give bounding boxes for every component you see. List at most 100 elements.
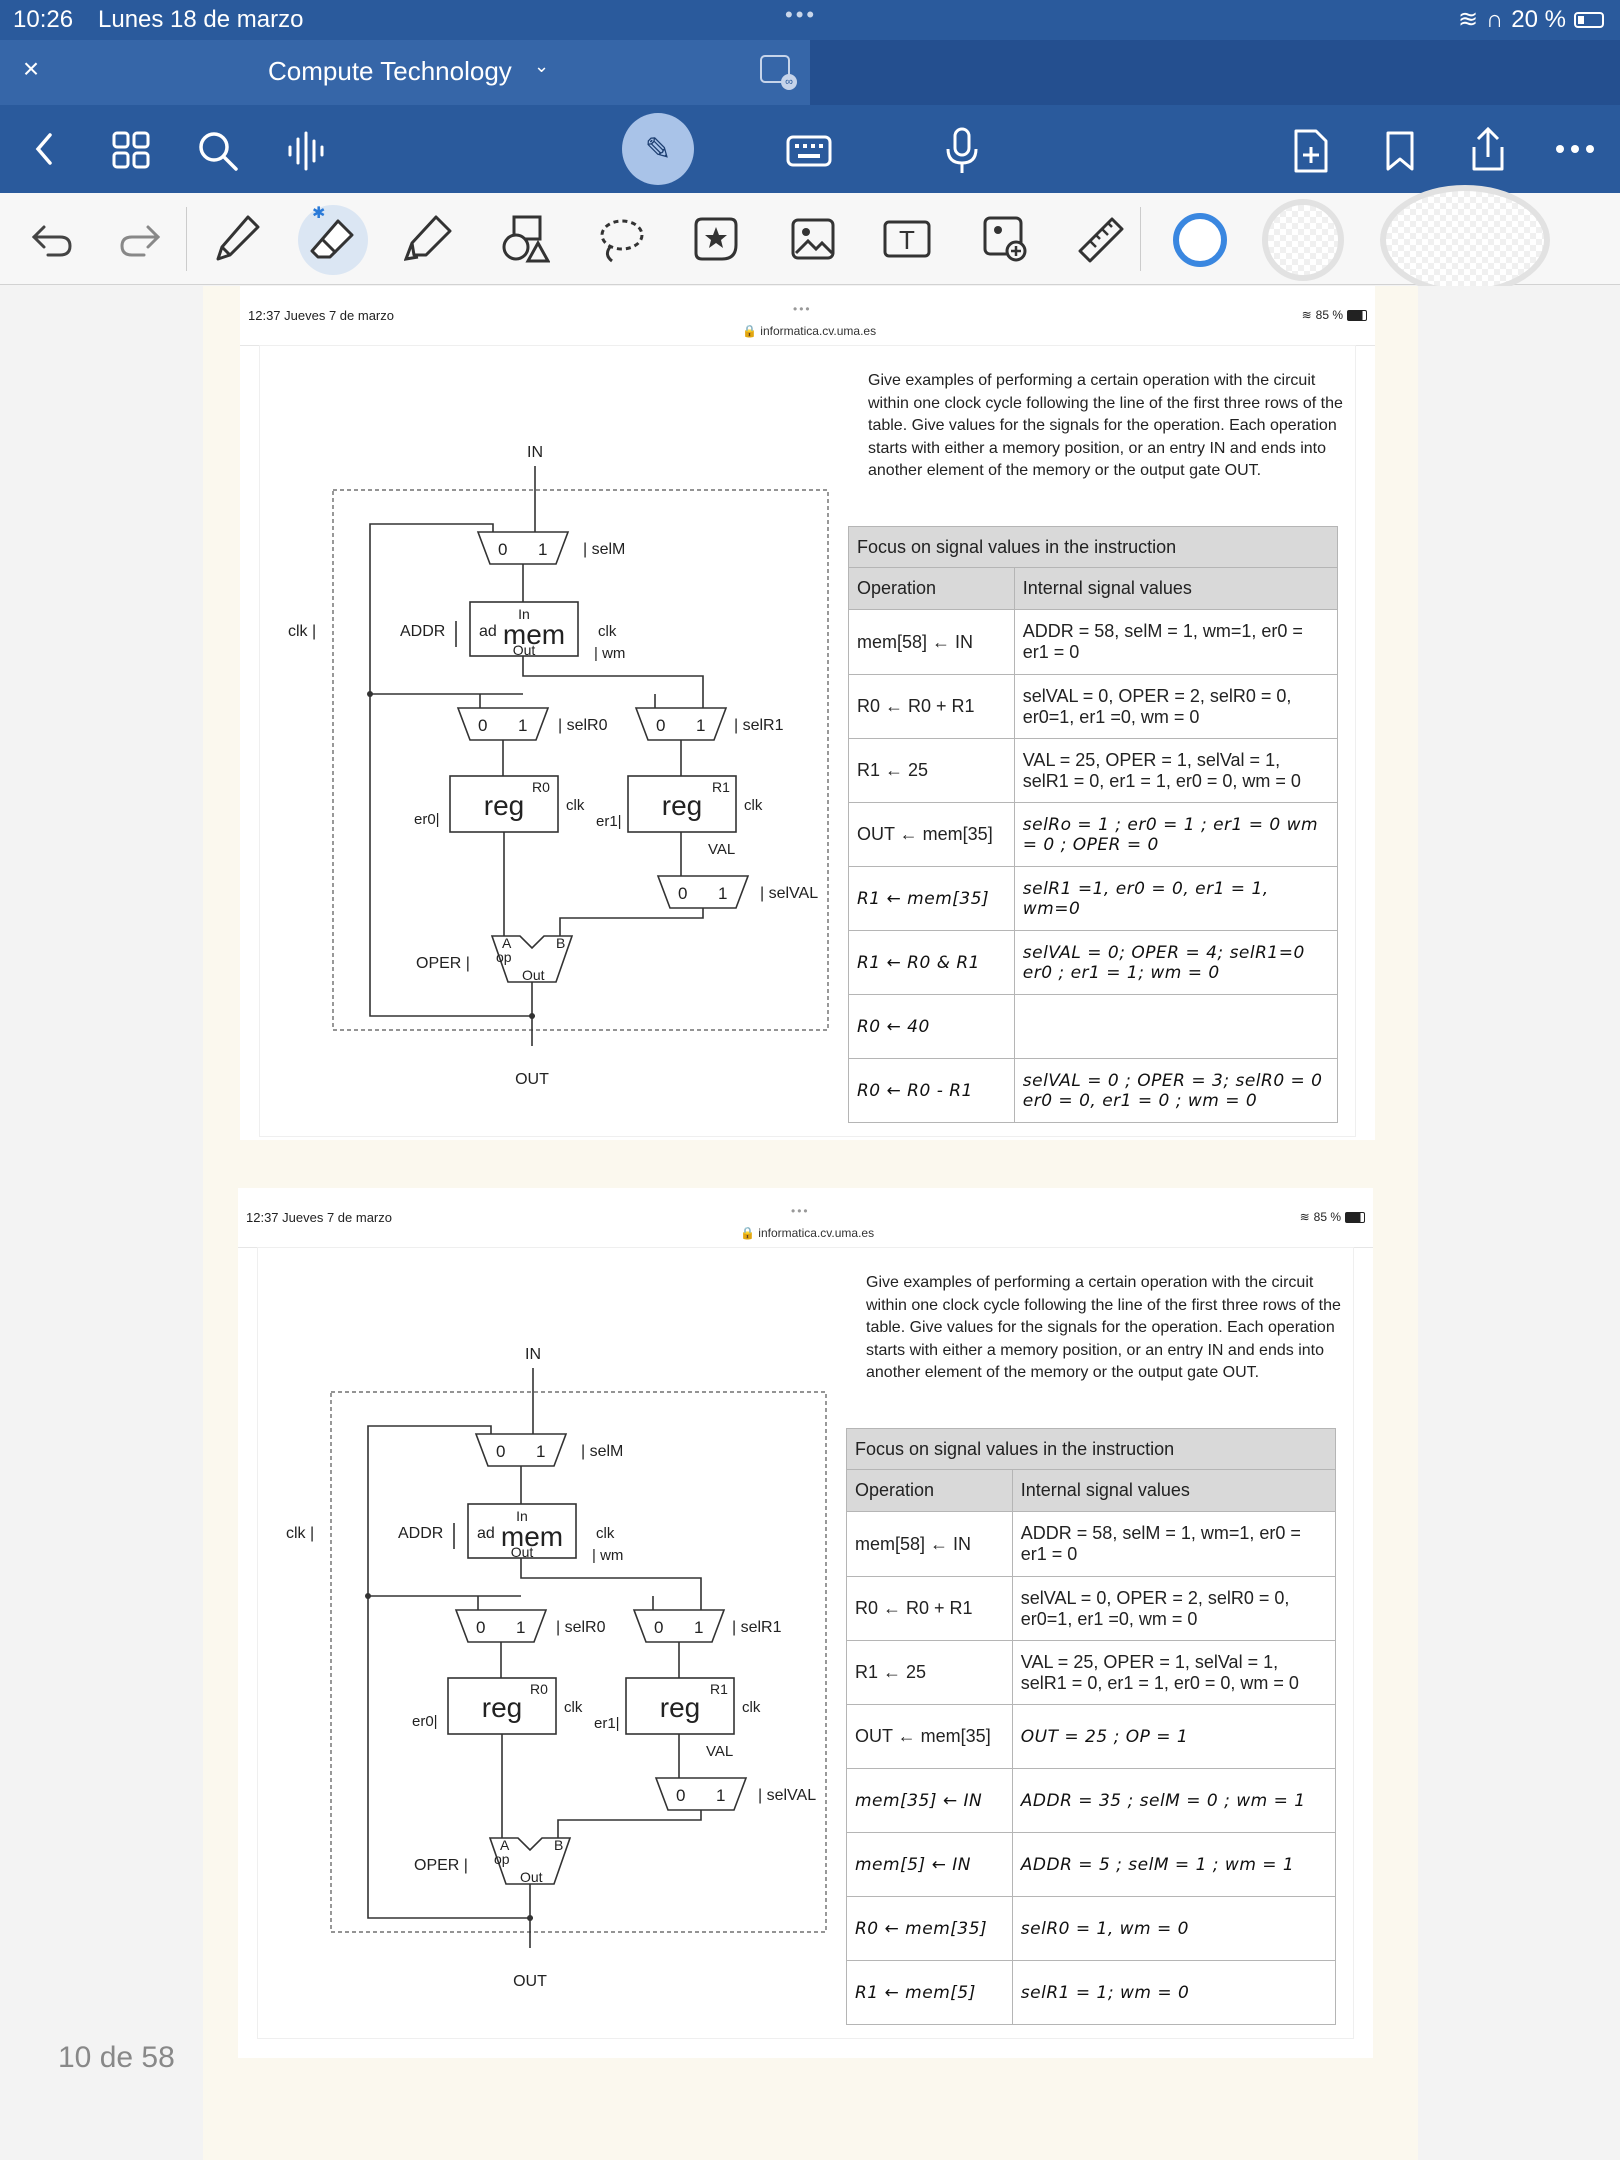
pen-mode-icon[interactable]: ✎	[622, 113, 694, 185]
question-text: Give examples of performing a certain op…	[868, 372, 1343, 479]
selr0-mux	[456, 707, 550, 741]
wire-mem-out	[522, 656, 704, 708]
cell-sig: selVAL = 0, OPER = 2, selR0 = 0, er0=1, …	[1013, 674, 1339, 739]
battery-icon	[1574, 11, 1604, 28]
split-view-icon[interactable]	[760, 55, 797, 90]
search-icon[interactable]	[196, 129, 240, 173]
microphone-icon[interactable]	[944, 127, 980, 175]
mem-label: mem	[501, 1521, 563, 1552]
r1-label: R1	[712, 779, 730, 795]
cell-op-handwritten: R0 ← R0 - R1	[848, 1058, 1015, 1123]
col-signals: Internal signal values	[1011, 1469, 1337, 1512]
screenshot-url: 🔒 informatica.cv.uma.es	[740, 1226, 875, 1240]
sticker-icon[interactable]	[690, 215, 742, 263]
multitasking-dots[interactable]: •••	[785, 2, 818, 27]
col-operation: Operation	[848, 567, 1015, 610]
alu	[490, 935, 574, 983]
screenshot-dots: •••	[793, 302, 812, 316]
mem-ad-label: ad	[479, 623, 497, 640]
mem-in-label: In	[518, 606, 530, 622]
lasso-icon[interactable]	[596, 215, 646, 265]
cell-sig: VAL = 25, OPER = 1, selVal = 1, selR1 = …	[1011, 1640, 1337, 1705]
camera-icon[interactable]	[982, 215, 1028, 263]
shapes-icon[interactable]	[500, 213, 550, 265]
reg-r1	[625, 1677, 735, 1735]
notebook-title[interactable]: Compute Technology	[268, 56, 512, 86]
reg-r1-label: reg	[660, 1692, 700, 1723]
mux-input-0: 0	[678, 884, 687, 903]
mux-input-0: 0	[656, 716, 665, 735]
screenshot-battery: 85 %	[1313, 1210, 1341, 1224]
addr-label: ADDR	[400, 623, 445, 640]
cell-sig-handwritten: selR1 =1, er0 = 0, er1 = 1, wm=0	[1013, 866, 1339, 931]
screenshot-status-right: ≋85 %	[1300, 1210, 1365, 1224]
color-swatch-empty-2[interactable]	[1380, 185, 1550, 295]
selr0-label: | selR0	[556, 1619, 606, 1636]
screenshot-status-bar: 12:37 Jueves 7 de marzo ••• 🔒 informatic…	[240, 286, 1375, 346]
cell-op-handwritten: R0 ← 40	[848, 994, 1015, 1059]
add-page-icon[interactable]	[1292, 127, 1330, 175]
selr1-mux	[634, 707, 728, 741]
audio-icon[interactable]	[284, 129, 328, 173]
wm-label: | wm	[594, 645, 625, 662]
back-icon[interactable]	[30, 129, 60, 169]
thumbnails-icon[interactable]	[112, 131, 150, 169]
cell-op: R0 ← R0 + R1	[848, 674, 1015, 739]
screenshot-time: 12:37 Jueves 7 de marzo	[248, 308, 394, 323]
table-row: OUT ← mem[35]OUT = 25 ; OP = 1	[846, 1704, 1337, 1769]
bookmark-icon[interactable]	[1384, 129, 1416, 173]
mux-input-1: 1	[696, 716, 705, 735]
color-swatch-blue[interactable]	[1173, 213, 1227, 267]
close-icon[interactable]: ×	[22, 53, 40, 84]
cell-op: mem[58] ← IN	[848, 609, 1015, 675]
r1-label: R1	[710, 1681, 728, 1697]
document-tab[interactable]: × Compute Technology ⌄	[0, 40, 810, 105]
keyboard-icon[interactable]	[786, 135, 832, 167]
notebook-canvas[interactable]: 10 de 58 12:37 Jueves 7 de marzo ••• 🔒 i…	[0, 286, 1620, 2160]
redo-icon[interactable]	[118, 219, 162, 259]
circuit-in-label: IN	[527, 444, 543, 461]
clk-label: clk |	[288, 623, 316, 640]
ruler-icon[interactable]	[1076, 215, 1126, 265]
image-icon[interactable]	[790, 217, 836, 261]
mem-clk-label: clk	[598, 623, 617, 640]
battery-icon	[1345, 1211, 1365, 1223]
cell-op: R0 ← R0 + R1	[846, 1576, 1013, 1641]
cell-op-handwritten: mem[35] ← IN	[846, 1768, 1013, 1833]
mem-block	[467, 1503, 577, 1559]
chevron-down-icon[interactable]: ⌄	[534, 56, 550, 76]
selval-mux	[654, 1777, 748, 1811]
alu-op-label: op	[496, 949, 512, 965]
page-counter: 10 de 58	[58, 2041, 175, 2074]
status-date: Lunes 18 de marzo	[98, 6, 304, 33]
table-row: OUT ← mem[35]selRo = 1 ; er0 = 1 ; er1 =…	[848, 802, 1339, 867]
highlighter-icon[interactable]	[404, 213, 454, 265]
mem-block	[469, 601, 579, 657]
selr1-label: | selR1	[734, 717, 784, 734]
mux-input-1: 1	[716, 1786, 725, 1805]
circuit-boundary	[330, 1391, 827, 1933]
pen-icon[interactable]	[214, 213, 262, 265]
wire-feedback	[367, 1425, 533, 1919]
undo-icon[interactable]	[30, 219, 74, 259]
mem-label: mem	[503, 619, 565, 650]
text-icon[interactable]: T	[882, 217, 932, 261]
wire-junction	[527, 1915, 533, 1921]
more-icon[interactable]	[1554, 143, 1596, 155]
r0-clk-label: clk	[566, 797, 585, 814]
cell-op: OUT ← mem[35]	[848, 802, 1015, 867]
color-swatch-empty-1[interactable]	[1262, 199, 1344, 281]
share-icon[interactable]	[1466, 125, 1510, 175]
cell-sig: ADDR = 58, selM = 1, wm=1, er0 = er1 = 0	[1011, 1511, 1337, 1577]
cell-sig: ADDR = 58, selM = 1, wm=1, er0 = er1 = 0	[1013, 609, 1339, 675]
cell-op: OUT ← mem[35]	[846, 1704, 1013, 1769]
eraser-icon[interactable]	[308, 215, 358, 265]
